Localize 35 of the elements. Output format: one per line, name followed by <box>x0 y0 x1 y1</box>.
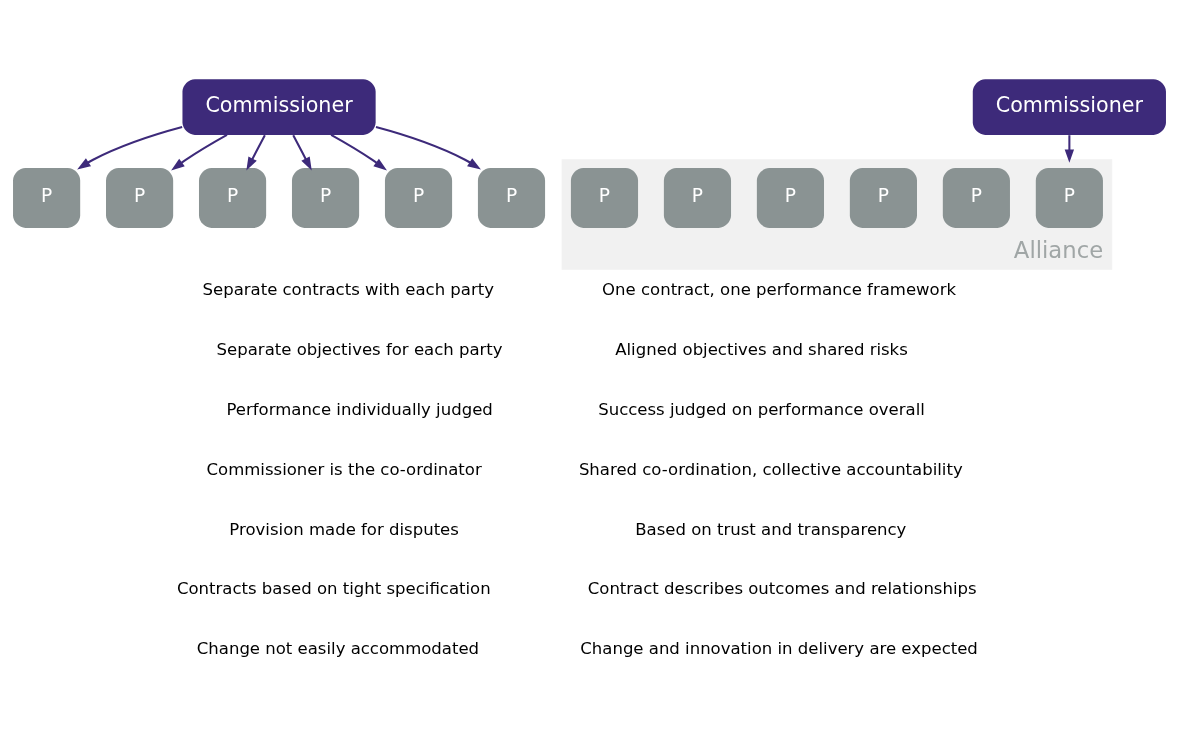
label: Contract describes outcomes and relationships <box>587 578 977 598</box>
label: Change not easily accommodated <box>196 638 480 658</box>
node-box: P <box>756 167 824 228</box>
node-box: Commissioner <box>182 78 376 135</box>
arrow <box>375 125 481 169</box>
arrow <box>292 134 312 171</box>
node-box: P <box>849 167 917 228</box>
label: Commissioner is the co-ordinator <box>206 459 482 479</box>
arrow <box>77 125 183 169</box>
node-box: P <box>1035 167 1103 228</box>
label: Contracts based on tight specification <box>176 578 491 598</box>
node-box: P <box>199 167 267 228</box>
node-box: P <box>106 167 174 228</box>
node-box: Commissioner <box>972 78 1166 135</box>
arrow <box>1064 134 1075 163</box>
arrow <box>246 134 266 171</box>
label: Provision made for disputes <box>229 519 459 539</box>
label: Aligned objectives and shared risks <box>615 339 908 359</box>
node-box: P <box>384 167 453 228</box>
arrow <box>330 133 387 170</box>
node-box: P <box>13 167 81 228</box>
label: Separate contracts with each party <box>202 279 495 299</box>
label: Change and innovation in delivery are expected <box>580 638 978 658</box>
label: One contract, one performance framework <box>602 279 957 299</box>
label: Separate objectives for each party <box>216 339 503 359</box>
label: Success judged on performance overall <box>598 399 925 419</box>
node-box: P <box>291 167 360 228</box>
label: Based on trust and transparency <box>635 519 907 539</box>
label: Performance individually judged <box>226 399 493 419</box>
node-box: P <box>570 167 639 228</box>
node-box: P <box>477 167 546 228</box>
arrow <box>171 133 228 170</box>
node-box: P <box>663 167 732 228</box>
node-box: P <box>942 167 1010 228</box>
label: Shared co-ordination, collective accountability <box>578 459 963 479</box>
